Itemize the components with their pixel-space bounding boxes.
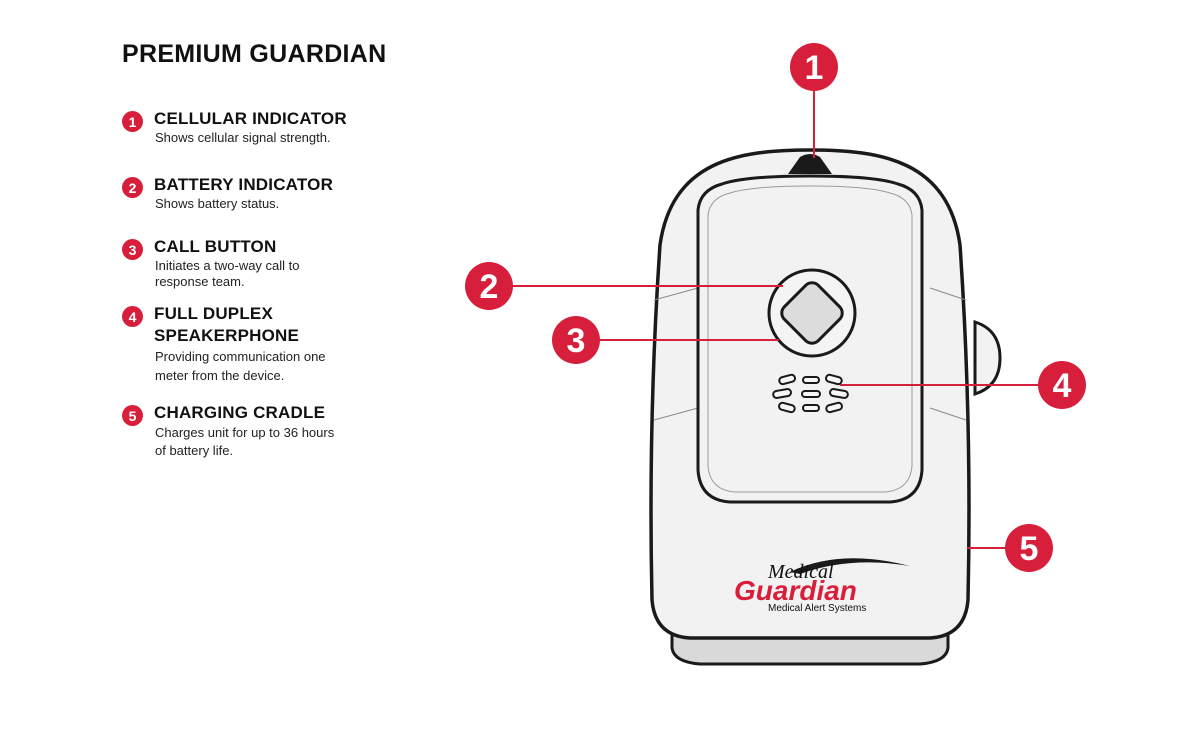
feature-number-badge: 1 — [122, 111, 143, 132]
feature-description: Shows battery status. — [155, 196, 280, 211]
callout-1: 1 — [790, 43, 838, 91]
callout-4: 4 — [1038, 361, 1086, 409]
callout-5: 5 — [1005, 524, 1053, 572]
feature-description: Providing communication one meter from t… — [155, 349, 326, 383]
call-button — [767, 268, 857, 358]
callout-number: 5 — [1020, 530, 1039, 568]
logo-text-guardian: Guardian — [734, 575, 857, 606]
feature-number-badge: 2 — [122, 177, 143, 198]
feature-battery-indicator: 2 BATTERY INDICATOR Shows battery status… — [122, 174, 402, 212]
cellular-indicator-light — [788, 154, 832, 174]
speaker-grille — [772, 373, 849, 414]
side-knob — [973, 319, 1002, 397]
feature-title: FULL DUPLEX SPEAKERPHONE — [154, 304, 300, 345]
feature-title: CALL BUTTON — [154, 237, 277, 256]
callout-number: 2 — [480, 268, 499, 306]
feature-charging-cradle: 5 CHARGING CRADLE Charges unit for up to… — [122, 402, 402, 460]
brand-logo: Medical Guardian Medical Alert Systems — [734, 558, 910, 614]
callout-2: 2 — [465, 262, 513, 310]
callout-number: 3 — [567, 322, 586, 360]
feature-list: 1 CELLULAR INDICATOR Shows cellular sign… — [122, 0, 412, 731]
feature-speakerphone: 4 FULL DUPLEX SPEAKERPHONE Providing com… — [122, 303, 402, 385]
feature-title: CHARGING CRADLE — [154, 403, 326, 422]
page-title: PREMIUM GUARDIAN — [122, 40, 387, 68]
feature-description: Charges unit for up to 36 hours of batte… — [155, 425, 335, 458]
callout-number: 4 — [1053, 367, 1072, 405]
feature-call-button: 3 CALL BUTTON Initiates a two-way call t… — [122, 236, 402, 290]
callout-number: 1 — [805, 49, 824, 87]
logo-text-medical: Medical — [767, 561, 834, 583]
feature-title: CELLULAR INDICATOR — [154, 109, 347, 128]
feature-description: Initiates a two-way call to response tea… — [155, 258, 300, 289]
feature-number-badge: 4 — [122, 306, 143, 327]
feature-number-badge: 5 — [122, 405, 143, 426]
callout-3: 3 — [552, 316, 600, 364]
callout-lines — [512, 90, 1040, 549]
logo-tagline: Medical Alert Systems — [768, 603, 866, 614]
feature-cellular-indicator: 1 CELLULAR INDICATOR Shows cellular sign… — [122, 108, 402, 146]
feature-number-badge: 3 — [122, 239, 143, 260]
feature-title: BATTERY INDICATOR — [154, 175, 334, 194]
feature-description: Shows cellular signal strength. — [155, 130, 331, 145]
